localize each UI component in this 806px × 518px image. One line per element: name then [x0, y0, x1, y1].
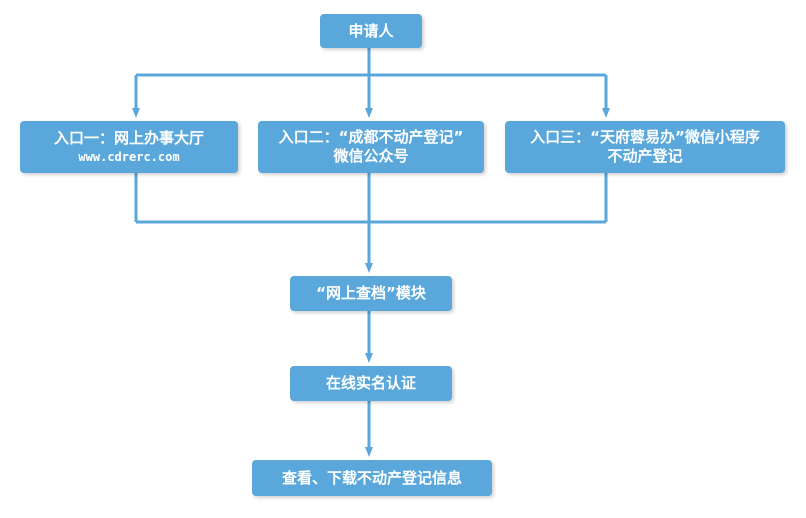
archive-module-node: “网上查档”模块 — [290, 276, 452, 311]
entry1-title: 入口一：网上办事大厅 — [53, 128, 204, 147]
realname-auth-node: 在线实名认证 — [290, 366, 452, 401]
archive-module-label: “网上查档”模块 — [316, 284, 426, 302]
entry2-node: 入口二：“成都不动产登记” 微信公众号 — [258, 121, 484, 173]
entry2-subtitle: 微信公众号 — [333, 147, 409, 165]
applicant-label: 申请人 — [348, 21, 394, 40]
view-download-label: 查看、下载不动产登记信息 — [281, 468, 462, 487]
realname-auth-label: 在线实名认证 — [325, 374, 416, 392]
entry3-title: 入口三：“天府蓉易办”微信小程序 — [530, 128, 760, 146]
entry2-title: 入口二：“成都不动产登记” — [278, 128, 464, 146]
view-download-node: 查看、下载不动产登记信息 — [252, 460, 492, 496]
entry3-node: 入口三：“天府蓉易办”微信小程序 不动产登记 — [505, 121, 785, 173]
applicant-node: 申请人 — [320, 14, 422, 48]
entry3-subtitle: 不动产登记 — [607, 147, 683, 165]
entry1-node: 入口一：网上办事大厅 www.cdrerc.com — [20, 121, 238, 173]
entry1-url: www.cdrerc.com — [78, 149, 180, 164]
